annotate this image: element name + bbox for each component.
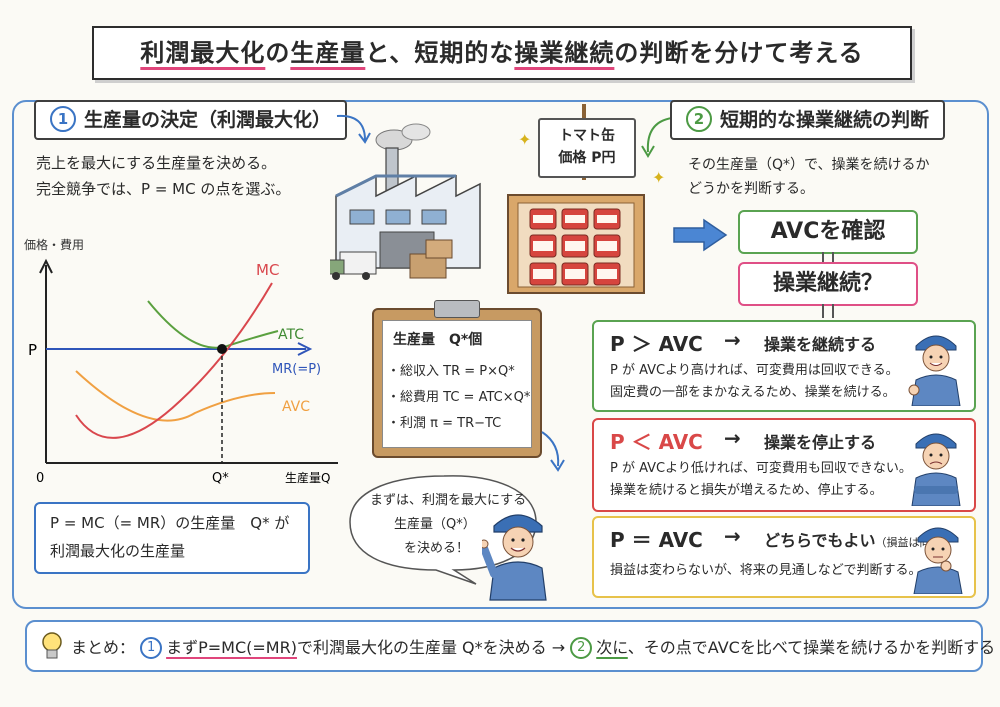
connector bbox=[822, 252, 834, 262]
mr-arrow-icon bbox=[297, 342, 313, 356]
p-label: P bbox=[28, 341, 37, 359]
result-line2: 利潤最大化の生産量 bbox=[50, 542, 186, 560]
worker-thinking-illustration bbox=[913, 527, 963, 594]
worker-arms-crossed-illustration bbox=[911, 433, 961, 506]
case-desc2: 操業を続けると損失が増えるため、停止する。 bbox=[610, 483, 883, 498]
clipboard-row-formula: TR = P×Q* bbox=[443, 364, 515, 379]
section1-line2: 完全競争では、P = MC の点を選ぶ。 bbox=[36, 180, 291, 198]
summary-step2-text: 、その点でAVCを比べて操業を続けるかを判断する bbox=[627, 638, 996, 657]
sign-line1: トマト缶 bbox=[559, 128, 615, 144]
lightbulb-icon bbox=[42, 632, 62, 659]
clipboard-row: ・総収入 TR = P×Q* bbox=[387, 361, 515, 383]
case-result-text: どちらでもよい bbox=[764, 531, 876, 550]
case-arrow: → bbox=[724, 328, 741, 352]
section1-label: 生産量の決定（利潤最大化） bbox=[84, 109, 332, 131]
continue-question-box: 操業継続？ bbox=[738, 262, 918, 306]
factory-illustration bbox=[330, 123, 481, 280]
section1-number: 1 bbox=[50, 106, 76, 132]
mc-curve bbox=[75, 282, 273, 439]
clipboard-row-formula: π = TR−TC bbox=[430, 416, 502, 431]
page-title: 利潤最大化の生産量と、短期的な操業継続の判断を分けて考える bbox=[92, 26, 912, 80]
summary-step1-text: で利潤最大化の生産量 Q*を決める → bbox=[296, 638, 566, 657]
cost-curve-graph: 価格・費用 0 生産量Q P MR(=P) AVC ATC MC Q* bbox=[24, 237, 338, 486]
clipboard-row: ・総費用 TC = ATC×Q* bbox=[387, 387, 530, 409]
section2-label: 短期的な操業継続の判断 bbox=[720, 109, 930, 131]
avc-check-box: AVCを確認 bbox=[738, 210, 918, 254]
graph-origin: 0 bbox=[36, 471, 44, 486]
price-sign: トマト缶 価格 P円 bbox=[538, 118, 636, 178]
bubble-line2: 生産量（Q*） bbox=[394, 517, 476, 532]
case-condition: P ＞ AVC bbox=[610, 332, 703, 356]
mr-label: MR(=P) bbox=[272, 362, 321, 377]
clipboard-row-label: ・総収入 bbox=[387, 364, 440, 379]
equilibrium-point bbox=[217, 344, 227, 354]
worker-pointing-illustration bbox=[482, 514, 547, 601]
title-part-3: 生産量 bbox=[290, 39, 366, 67]
title-part-4: と、短期的な bbox=[365, 39, 515, 67]
main-frame bbox=[12, 100, 989, 609]
title-part-1: 利潤最大化 bbox=[140, 39, 266, 67]
summary-step1-number: 1 bbox=[140, 637, 163, 659]
case-result: 操業を停止する bbox=[764, 433, 877, 452]
section1-line1: 売上を最大にする生産量を決める。 bbox=[36, 154, 277, 172]
case-desc1: 損益は変わらないが、将来の見通しなどで判断する。 bbox=[610, 563, 922, 578]
clipboard-row-formula: TC = ATC×Q* bbox=[443, 390, 531, 405]
graph-xlabel: 生産量Q bbox=[285, 470, 330, 485]
graph-ylabel: 価格・費用 bbox=[24, 237, 84, 252]
curved-arrow-icon bbox=[336, 114, 371, 144]
bubble-line1: まずは、利潤を最大にする bbox=[370, 493, 527, 508]
case-result: 操業を継続する bbox=[764, 335, 877, 354]
case-arrow: → bbox=[724, 524, 741, 548]
clipboard-clip bbox=[434, 300, 480, 318]
summary-step2-number: 2 bbox=[570, 637, 593, 659]
title-part-6: の判断を分けて考える bbox=[614, 39, 864, 67]
section2-line1: その生産量（Q*）で、操業を続けるか bbox=[688, 157, 930, 173]
result-line1: P = MC（= MR）の生産量 Q* が bbox=[50, 514, 290, 532]
case-desc1: P が AVCより高ければ、可変費用は回収できる。 bbox=[610, 363, 899, 378]
case-arrow: → bbox=[724, 426, 741, 450]
tomato-can-crate bbox=[507, 194, 645, 294]
clipboard: 生産量 Q*個 ・総収入 TR = P×Q* ・総費用 TC = ATC×Q* … bbox=[372, 300, 542, 458]
mc-label: MC bbox=[256, 261, 279, 279]
clipboard-row-label: ・総費用 bbox=[387, 390, 440, 405]
right-arrow-icon bbox=[673, 218, 728, 252]
atc-label: ATC bbox=[278, 327, 304, 343]
sparkle-icon: ✦ bbox=[652, 168, 666, 187]
case-desc2: 固定費の一部をまかなえるため、操業を続ける。 bbox=[610, 385, 896, 400]
title-part-2: の bbox=[265, 39, 291, 67]
sparkle-icon: ✦ bbox=[518, 130, 532, 149]
clipboard-row-label: ・利潤 bbox=[387, 416, 427, 431]
bubble-line3: を決める！ bbox=[404, 541, 470, 556]
case-stop-box: P ＜ AVC → 操業を停止する P が AVCより低ければ、可変費用も回収で… bbox=[592, 418, 976, 512]
clipboard-row: ・利潤 π = TR−TC bbox=[387, 413, 501, 435]
summary-prefix: まとめ： bbox=[71, 638, 136, 657]
case-condition: P ＜ AVC bbox=[610, 430, 703, 454]
curved-arrow-icon bbox=[541, 431, 565, 472]
section2-line2: どうかを判断する。 bbox=[688, 181, 814, 197]
worker-thumbs-up-illustration bbox=[908, 335, 961, 406]
case-continue-box: P ＞ AVC → 操業を継続する P が AVCより高ければ、可変費用は回収で… bbox=[592, 320, 976, 412]
case-condition: P ＝ AVC bbox=[610, 528, 703, 552]
curved-arrow-icon bbox=[641, 117, 673, 158]
clipboard-paper: 生産量 Q*個 ・総収入 TR = P×Q* ・総費用 TC = ATC×Q* … bbox=[382, 320, 532, 448]
section2-heading: 2 短期的な操業継続の判断 bbox=[670, 100, 946, 140]
section1-heading: 1 生産量の決定（利潤最大化） bbox=[34, 100, 348, 140]
case-indifferent-box: P ＝ AVC → どちらでもよい（損益は同じ） 損益は変わらないが、将来の見通… bbox=[592, 516, 976, 598]
atc-curve bbox=[147, 300, 279, 349]
summary-step1-key: まずP=MC(=MR) bbox=[166, 638, 297, 657]
section2-number: 2 bbox=[686, 106, 712, 132]
title-part-5: 操業継続 bbox=[514, 39, 615, 67]
avc-label: AVC bbox=[282, 399, 310, 415]
q-star-label: Q* bbox=[212, 471, 229, 486]
avc-curve bbox=[75, 370, 276, 422]
y-axis-arrow-icon bbox=[39, 258, 53, 274]
connector bbox=[822, 304, 834, 318]
result-box: P = MC（= MR）の生産量 Q* が 利潤最大化の生産量 bbox=[34, 502, 310, 574]
sign-line2: 価格 P円 bbox=[558, 150, 616, 166]
summary-step2-key: 次に bbox=[596, 638, 628, 657]
clipboard-head: 生産量 Q*個 bbox=[393, 332, 483, 348]
case-desc1: P が AVCより低ければ、可変費用も回収できない。 bbox=[610, 461, 912, 476]
